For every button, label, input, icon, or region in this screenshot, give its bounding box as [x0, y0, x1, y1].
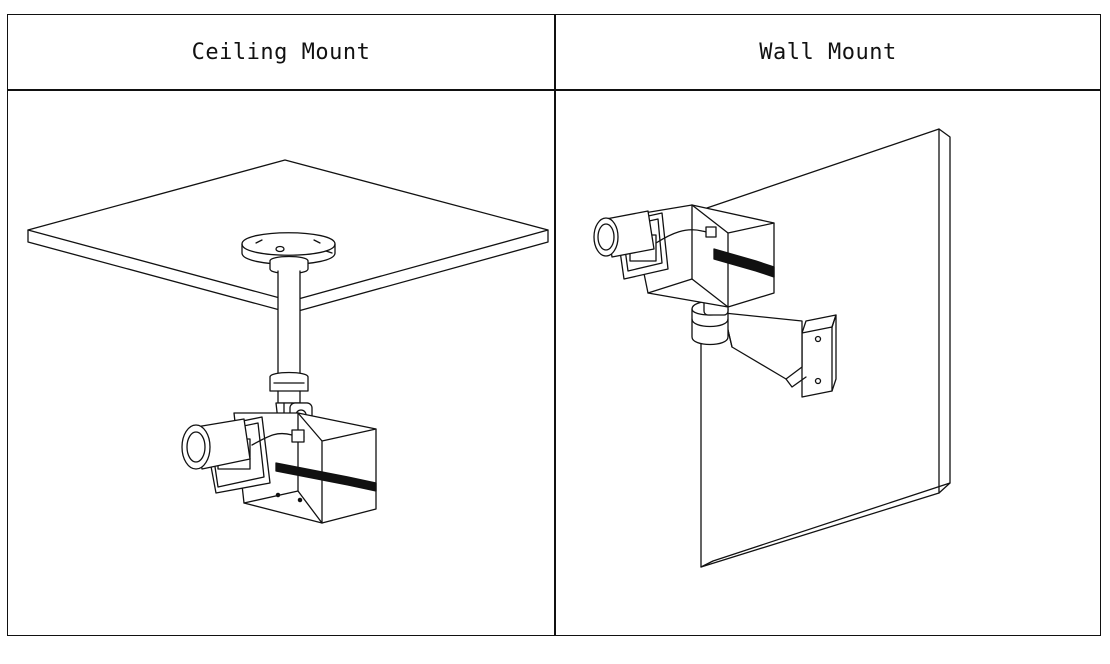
wall-mount-header: Wall Mount — [759, 39, 897, 65]
wall-bracket-plate — [802, 315, 836, 397]
header-divider — [8, 89, 1100, 91]
camera-body — [632, 205, 774, 307]
bracket-pole — [270, 257, 308, 404]
column-divider — [554, 15, 556, 635]
wall-mount-illustration — [556, 91, 1100, 635]
ceiling-bracket-base — [242, 233, 335, 265]
ceiling-mount-illustration — [8, 91, 554, 635]
mount-table: Ceiling Mount Wall Mount — [7, 14, 1101, 636]
camera-cable — [656, 230, 712, 243]
camera-body — [234, 413, 376, 523]
ceiling-mount-header: Ceiling Mount — [191, 39, 371, 65]
camera-lens — [594, 211, 668, 279]
camera-lens — [182, 417, 270, 493]
